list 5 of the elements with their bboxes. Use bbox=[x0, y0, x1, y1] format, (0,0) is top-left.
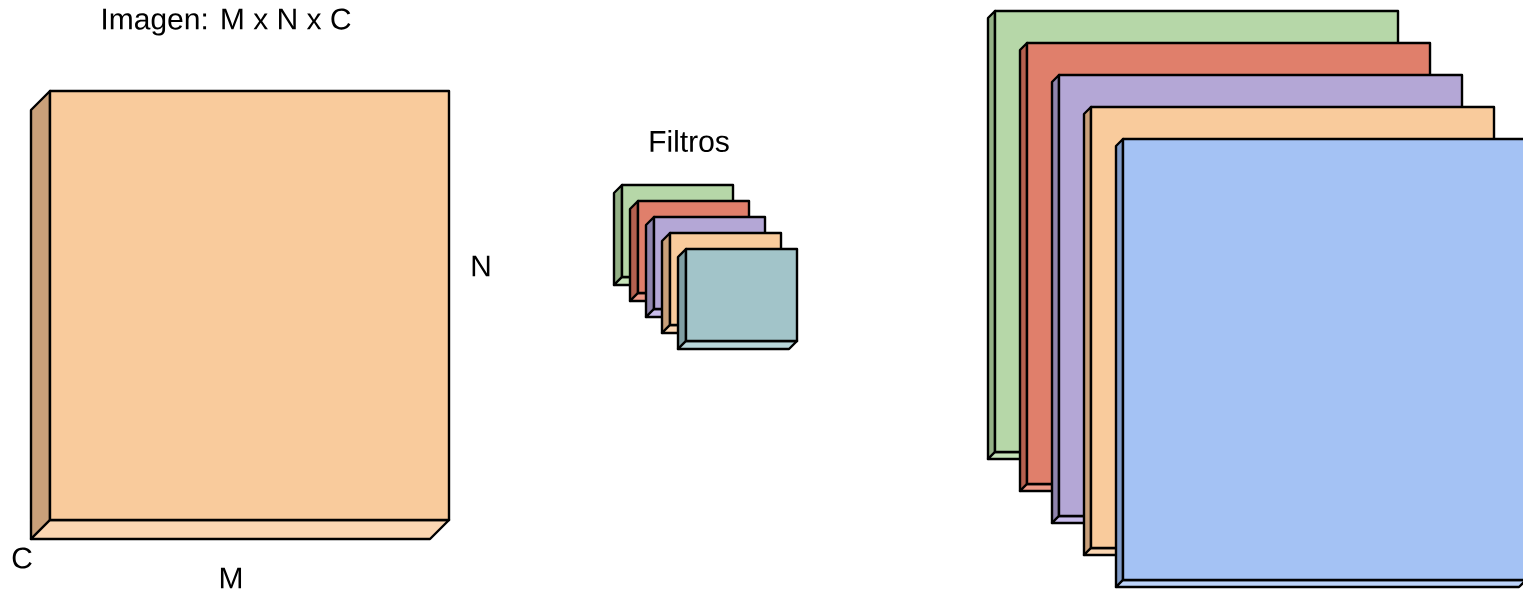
dimension-label: C bbox=[12, 547, 32, 569]
dimension-label: N bbox=[472, 255, 490, 277]
title: Imagen: M x N x C bbox=[103, 8, 351, 36]
dimension-label: M bbox=[220, 567, 242, 589]
group-label: Filtros bbox=[650, 130, 729, 152]
